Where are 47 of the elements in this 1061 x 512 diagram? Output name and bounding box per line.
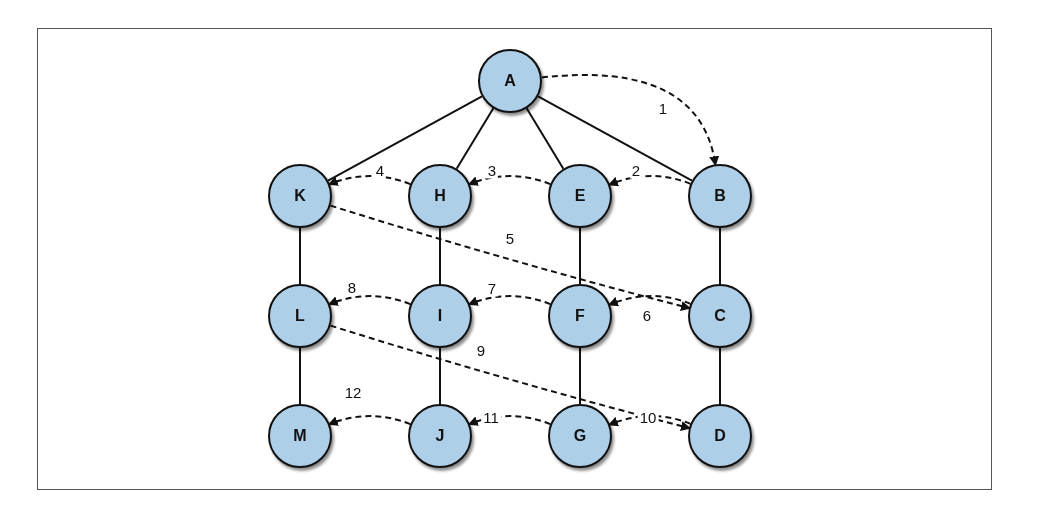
node-label: J <box>435 427 445 445</box>
connector-line <box>719 347 721 405</box>
dashed-arrow <box>329 324 691 431</box>
node-label: H <box>434 187 446 205</box>
connector-line <box>579 347 581 405</box>
connector-line <box>455 107 495 170</box>
dashed-arrow <box>327 415 412 427</box>
dashed-arrow <box>467 415 552 427</box>
node-label: D <box>714 427 726 445</box>
node-label: I <box>437 307 443 325</box>
circle-node <box>478 49 542 113</box>
circle-node <box>268 404 332 468</box>
circle-node <box>688 164 752 228</box>
connector-line <box>537 95 693 182</box>
connector-line <box>439 227 441 285</box>
dashed-arrow <box>329 204 691 311</box>
node-label: M <box>293 427 307 445</box>
dashed-arrow <box>467 175 552 187</box>
connector-line <box>439 347 441 405</box>
circle-node <box>408 284 472 348</box>
dashed-arrow <box>540 74 719 167</box>
connector-line <box>525 107 565 170</box>
node-label: F <box>575 307 585 325</box>
connector-line <box>719 227 721 285</box>
circle-node <box>408 404 472 468</box>
node-label: A <box>504 72 516 90</box>
circle-node <box>268 164 332 228</box>
connector-line <box>299 347 301 405</box>
node-label: C <box>714 307 726 325</box>
circle-node <box>548 164 612 228</box>
dashed-arrow <box>467 295 552 307</box>
circle-node <box>548 284 612 348</box>
node-label: L <box>295 307 305 325</box>
node-label: B <box>714 187 726 205</box>
circle-node <box>408 164 472 228</box>
circle-node <box>688 284 752 348</box>
connector-line <box>327 95 483 182</box>
circle-node <box>268 284 332 348</box>
connector-line <box>579 227 581 285</box>
node-label: G <box>573 427 587 445</box>
node-label: E <box>574 187 586 205</box>
dashed-arrow <box>327 295 412 307</box>
dashed-arrow <box>327 175 412 187</box>
circle-node <box>548 404 612 468</box>
connector-line <box>299 227 301 285</box>
node-label: K <box>294 187 306 205</box>
circle-node <box>688 404 752 468</box>
